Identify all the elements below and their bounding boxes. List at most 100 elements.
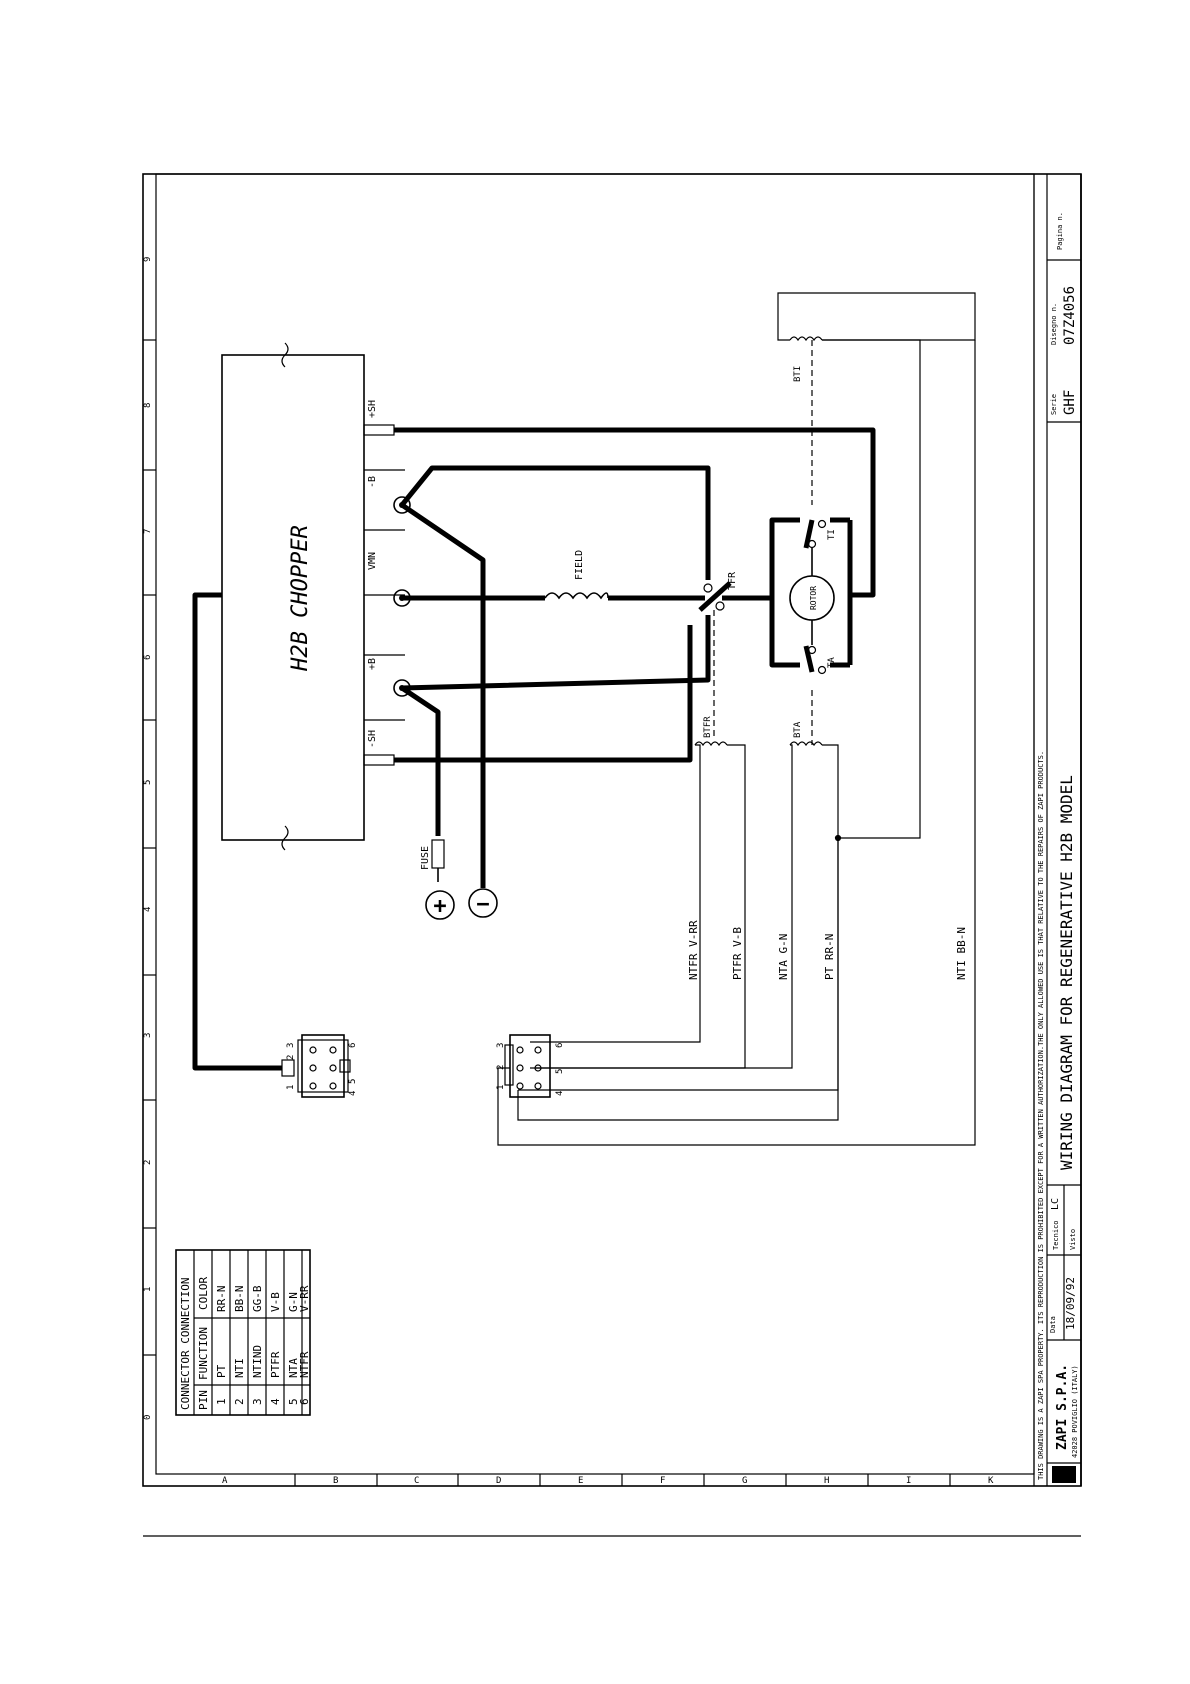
battery-negative: − bbox=[468, 880, 498, 918]
table-cell: NTIND bbox=[251, 1345, 264, 1378]
grid-letter: H bbox=[824, 1476, 829, 1486]
serie-value: GHF bbox=[1062, 390, 1078, 415]
table-header: PIN bbox=[197, 1390, 210, 1410]
terminal-labels: +SH -B VMN +B -SH bbox=[367, 400, 378, 748]
table-cell: NTI bbox=[233, 1358, 246, 1378]
control-wiring bbox=[497, 292, 976, 1146]
table-cell: 2 bbox=[233, 1398, 246, 1405]
table-title: CONNECTOR CONNECTION bbox=[179, 1278, 192, 1410]
pagina-label: Pagina n. bbox=[1056, 212, 1064, 250]
table-cell: NTA bbox=[287, 1358, 300, 1378]
grid-numbers: 0 1 2 3 4 5 6 7 8 9 bbox=[143, 257, 153, 1420]
grid-number-ticks bbox=[143, 339, 156, 1356]
btfr-label: BTFR bbox=[703, 716, 713, 738]
table-cell: BB-N bbox=[233, 1286, 246, 1313]
rotor: ROTOR TI TA bbox=[789, 519, 837, 675]
grid-letter: B bbox=[333, 1476, 338, 1486]
company-name: ZAPI S.P.A. bbox=[1055, 1364, 1070, 1450]
grid-letter: C bbox=[414, 1476, 419, 1486]
table-cell: 5 bbox=[287, 1398, 300, 1405]
pin-number: 2 bbox=[286, 1055, 296, 1060]
table-cell: 3 bbox=[251, 1398, 264, 1405]
rotor-label: ROTOR bbox=[809, 586, 818, 610]
grid-number: 3 bbox=[143, 1033, 153, 1038]
drawing-title: WIRING DIAGRAM FOR REGENERATIVE H2B MODE… bbox=[1057, 775, 1076, 1170]
grid-number: 8 bbox=[143, 403, 153, 408]
title-notice: THIS DRAWING IS A ZAPI SPA PROPERTY. ITS… bbox=[1037, 751, 1045, 1480]
table-cell: PTFR bbox=[269, 1351, 282, 1378]
table-header: COLOR bbox=[197, 1277, 210, 1310]
tfr-label: TFR bbox=[727, 571, 738, 590]
pin-number: 1 bbox=[496, 1085, 506, 1090]
field-label: FIELD bbox=[574, 550, 585, 580]
grid-number: 1 bbox=[143, 1287, 153, 1292]
terminal-vmn-label: VMN bbox=[367, 552, 378, 570]
power-wiring bbox=[192, 427, 876, 1071]
disegno-value: 07Z4056 bbox=[1062, 286, 1078, 345]
grid-number: 4 bbox=[143, 907, 153, 912]
fuse-label: FUSE bbox=[420, 846, 431, 870]
bti-label: BTI bbox=[793, 366, 803, 382]
table-cell: NTFR bbox=[298, 1351, 311, 1378]
right-connector: 1 2 3 4 5 6 bbox=[496, 1034, 565, 1098]
bta-label: BTA bbox=[793, 721, 803, 738]
company-address: 42028 POVIGLIO (ITALY) bbox=[1071, 1365, 1079, 1458]
ti-label: TI bbox=[827, 529, 837, 540]
chopper-title: H2B CHOPPER bbox=[288, 525, 313, 672]
grid-letter: F bbox=[660, 1476, 665, 1486]
pin-number: 5 bbox=[348, 1079, 358, 1084]
grid-number: 7 bbox=[143, 529, 153, 534]
coils: BTI BTFR BTA bbox=[694, 336, 823, 747]
title-block: THIS DRAWING IS A ZAPI SPA PROPERTY. ITS… bbox=[1037, 174, 1081, 1486]
grid-letter: I bbox=[906, 1476, 911, 1486]
grid-letter: G bbox=[742, 1476, 747, 1486]
h2b-chopper: H2B CHOPPER bbox=[221, 342, 365, 851]
ta-label: TA bbox=[827, 657, 837, 668]
grid-letter: E bbox=[578, 1476, 583, 1486]
pin-number: 1 bbox=[286, 1085, 296, 1090]
battery-plus-symbol: + bbox=[433, 894, 446, 919]
grid-number: 6 bbox=[143, 655, 153, 660]
wire-ptfr-label: PTFR V-B bbox=[731, 927, 744, 980]
pin-number: 4 bbox=[555, 1091, 565, 1096]
connector-table: CONNECTOR CONNECTION PIN FUNCTION COLOR … bbox=[175, 1249, 311, 1416]
pin-number: 3 bbox=[286, 1043, 296, 1048]
table-cell: 1 bbox=[215, 1398, 228, 1405]
grid-letter-ticks bbox=[294, 1474, 951, 1486]
visto-label: Visto bbox=[1069, 1229, 1077, 1250]
tecnico-value: LC bbox=[1050, 1198, 1061, 1210]
tecnico-label: Tecnico bbox=[1052, 1220, 1060, 1250]
grid-letter: A bbox=[222, 1476, 228, 1486]
wire-nti-label: NTI BB-N bbox=[955, 927, 968, 980]
drawing-frame bbox=[142, 173, 1082, 1487]
table-header: FUNCTION bbox=[197, 1327, 210, 1380]
pin-number: 3 bbox=[496, 1043, 506, 1048]
grid-letter: K bbox=[988, 1476, 994, 1486]
grid-letter: D bbox=[496, 1476, 501, 1486]
table-cell: V-RR bbox=[298, 1285, 311, 1312]
field-coil: FIELD bbox=[544, 550, 609, 600]
table-cell: G-N bbox=[287, 1292, 300, 1312]
table-cell: 4 bbox=[269, 1398, 282, 1405]
pin-number: 2 bbox=[496, 1065, 506, 1070]
fuse: FUSE bbox=[420, 839, 445, 882]
terminal-dividers bbox=[364, 469, 405, 721]
table-cell: RR-N bbox=[215, 1286, 228, 1313]
tfr-contactor: TFR bbox=[698, 571, 738, 612]
grid-letters: A B C D E F G H I K bbox=[222, 1476, 994, 1486]
serie-label: Serie bbox=[1050, 394, 1058, 415]
battery-positive: + bbox=[425, 890, 455, 920]
battery-minus-symbol: − bbox=[476, 892, 489, 917]
terminal-minus-sh-label: -SH bbox=[367, 730, 378, 748]
grid-number: 0 bbox=[143, 1415, 153, 1420]
table-cell: 6 bbox=[298, 1398, 311, 1405]
zapi-logo-icon bbox=[1052, 1466, 1076, 1483]
disegno-label: Disegno n. bbox=[1050, 303, 1058, 345]
wire-labels: NTFR V-RR PTFR V-B NTA G-N PT RR-N NTI B… bbox=[687, 920, 968, 980]
grid-number: 5 bbox=[143, 780, 153, 785]
left-connector: 1 2 3 4 5 6 bbox=[281, 1034, 358, 1098]
pin-number: 5 bbox=[555, 1069, 565, 1074]
grid-number: 2 bbox=[143, 1160, 153, 1165]
grid-number: 9 bbox=[143, 257, 153, 262]
